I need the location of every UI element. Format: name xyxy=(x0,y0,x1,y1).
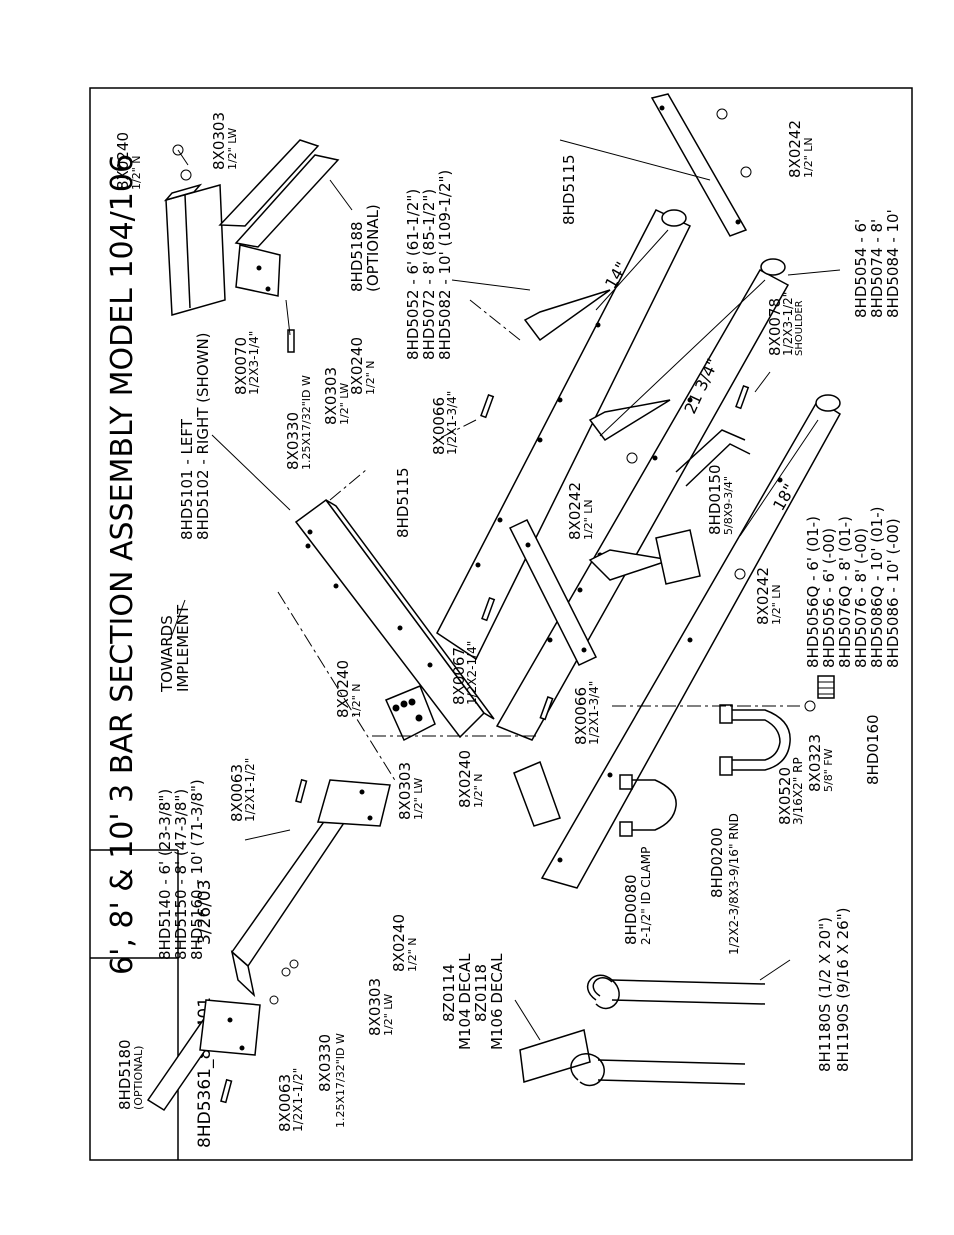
callout-8x0240-mid: 8X0240 xyxy=(348,337,366,395)
callout-8x0242-top: 8X0242 xyxy=(786,120,804,178)
callout-8h1190s: 8H1190S (9/16 X 26") xyxy=(834,908,852,1072)
callout-8x0520: 8X0520 xyxy=(776,767,794,825)
callout-8x0303-mid-spec: 1/2" LW xyxy=(338,383,351,425)
diagram-title: 6', 8' & 10' 3 BAR SECTION ASSEMBLY MODE… xyxy=(105,154,140,975)
callout-8hd5188: 8HD5188 xyxy=(348,221,366,292)
callout-8x0240-center2-spec: 1/2" N xyxy=(472,774,485,809)
callout-8hd5076q: 8HD5076Q - 8' (01-) xyxy=(836,516,854,668)
callout-8x0067-spec: 1/2X2-1/4" xyxy=(465,641,479,705)
callout-8x0303-center-spec: 1/2" LW xyxy=(412,778,425,820)
callout-8hd5056q: 8HD5056Q - 6' (01-) xyxy=(804,516,822,668)
callout-8x0063-center-spec: 1/2X1-1/2" xyxy=(243,758,257,822)
callout-8hd5102: 8HD5102 - RIGHT (SHOWN) xyxy=(194,332,212,540)
callout-8hd5180-note: (OPTIONAL) xyxy=(132,1046,145,1110)
callout-8x0063-left: 8X0063 xyxy=(276,1074,294,1132)
callout-8x0240-left-spec: 1/2" N xyxy=(406,938,419,973)
callout-8z0114-decal: M104 DECAL xyxy=(456,953,474,1050)
drawing-border xyxy=(89,87,913,1161)
callout-8x0240-center-spec: 1/2" N xyxy=(350,684,363,719)
callout-8x0240-center2: 8X0240 xyxy=(456,750,474,808)
callout-8x0303-top: 8X0303 xyxy=(210,112,228,170)
callout-8z0114: 8Z0114 xyxy=(440,964,458,1022)
label-implement: IMPLEMENT xyxy=(174,604,192,692)
callout-8hd5115-top: 8HD5115 xyxy=(560,154,578,225)
callout-8x0330-mid: 8X0330 xyxy=(284,412,302,470)
callout-8x0303-center: 8X0303 xyxy=(396,762,414,820)
callout-8hd5056: 8HD5056 - 6' (-00) xyxy=(820,528,838,668)
callout-8x0242-mid-spec: 1/2" LN xyxy=(582,499,595,540)
callout-8x0070: 8X0070 xyxy=(232,337,250,395)
callout-8hd5180: 8HD5180 xyxy=(116,1039,134,1110)
callout-8x0240-mid-spec: 1/2" N xyxy=(364,361,377,396)
callout-8x0323-spec: 5/8" FW xyxy=(822,748,835,792)
callout-8x0240-left: 8X0240 xyxy=(390,914,408,972)
callout-8hd5086: 8HD5086 - 10' (-00) xyxy=(884,518,902,668)
callout-8hd5086q: 8HD5086Q - 10' (01-) xyxy=(868,507,886,668)
callout-8hd5188-note: (OPTIONAL) xyxy=(364,204,382,292)
callout-8hd5074: 8HD5074 - 8' xyxy=(868,219,886,318)
callouts: TOWARDS IMPLEMENT 8HD5101 - LEFT 8HD5102… xyxy=(114,112,902,1132)
callout-8x0078-note: SHOULDER xyxy=(794,300,805,356)
callout-8hd5054: 8HD5054 - 6' xyxy=(852,219,870,318)
callout-8x0242-bottom-spec: 1/2" LN xyxy=(770,584,783,625)
callout-8x0303-left: 8X0303 xyxy=(366,978,384,1036)
callout-8x0066-mid-spec: 1/2X1-3/4" xyxy=(445,391,459,455)
callout-8x0240-top: 8X0240 xyxy=(114,132,132,190)
exploded-view-art xyxy=(146,93,841,1112)
callout-8hd0150-spec: 5/8X9-3/4" xyxy=(722,476,735,535)
callout-8x0330-left: 8X0330 xyxy=(316,1034,334,1092)
callout-8x0520-spec: 3/16X2" RP xyxy=(791,757,805,825)
callout-8hd5072: 8HD5072 - 8' (85-1/2") xyxy=(420,189,438,360)
callout-8hd5084: 8HD5084 - 10' xyxy=(884,209,902,318)
callout-8hd0080-spec: 2-1/2" ID CLAMP xyxy=(639,847,653,945)
callout-8x0303-top-spec: 1/2" LW xyxy=(226,128,239,170)
callout-8z0118-decal: M106 DECAL xyxy=(488,953,506,1050)
callout-8hd5076: 8HD5076 - 8' (-00) xyxy=(852,528,870,668)
callout-8x0303-left-spec: 1/2" LW xyxy=(382,994,395,1036)
callout-8x0078-spec: 1/2X3-1/2" xyxy=(781,292,795,356)
callout-8hd0200: 8HD0200 xyxy=(708,827,726,898)
callout-8hd0200-spec: 1/2X2-3/8X3-9/16" RND xyxy=(727,813,741,955)
callout-8hd0150: 8HD0150 xyxy=(706,464,724,535)
callout-8x0066-center: 8X0066 xyxy=(572,687,590,745)
callout-8hd5160: 8HD5160 - 10' (71-3/8") xyxy=(188,779,206,960)
callout-8hd0160: 8HD0160 xyxy=(864,714,882,785)
callout-8x0063-left-spec: 1/2X1-1/2" xyxy=(291,1068,305,1132)
callout-8x0242-top-spec: 1/2" LN xyxy=(802,137,815,178)
callout-8hd5140: 8HD5140 - 6' (23-3/8") xyxy=(156,789,174,960)
callout-8x0066-mid: 8X0066 xyxy=(430,397,448,455)
callout-8x0240-center: 8X0240 xyxy=(334,660,352,718)
callout-8x0066-center-spec: 1/2X1-3/4" xyxy=(587,681,601,745)
callout-8x0330-mid-spec: 1.25X17/32"ID W xyxy=(300,375,313,470)
callout-8h1180s: 8H1180S (1/2 X 20") xyxy=(816,917,834,1072)
callout-8x0323: 8X0323 xyxy=(806,734,824,792)
callout-8x0242-mid: 8X0242 xyxy=(566,482,584,540)
callout-8z0118: 8Z0118 xyxy=(472,964,490,1022)
callout-8hd5150: 8HD5150 - 8' (47-3/8") xyxy=(172,789,190,960)
callout-8x0063-center: 8X0063 xyxy=(228,764,246,822)
callout-8hd0080: 8HD0080 xyxy=(622,874,640,945)
callout-8x0070-spec: 1/2X3-1/4" xyxy=(247,331,261,395)
callout-8x0242-bottom: 8X0242 xyxy=(754,567,772,625)
callout-8x0330-left-spec: 1.25X17/32"ID W xyxy=(334,1033,347,1128)
drawing-date: 3/26/03 xyxy=(195,879,215,945)
callout-8x0078: 8X0078 xyxy=(766,298,784,356)
callout-8x0303-mid: 8X0303 xyxy=(322,367,340,425)
callout-8hd5115-mid: 8HD5115 xyxy=(394,467,412,538)
callout-8hd5101: 8HD5101 - LEFT xyxy=(178,418,196,540)
callout-8hd5052: 8HD5052 - 6' (61-1/2") xyxy=(404,189,422,360)
callout-8hd5082: 8HD5082 - 10' (109-1/2") xyxy=(436,170,454,360)
callout-8x0067: 8X0067 xyxy=(450,647,468,705)
callout-8x0240-top-spec: 1/2" N xyxy=(130,156,143,191)
label-towards: TOWARDS xyxy=(158,615,176,693)
